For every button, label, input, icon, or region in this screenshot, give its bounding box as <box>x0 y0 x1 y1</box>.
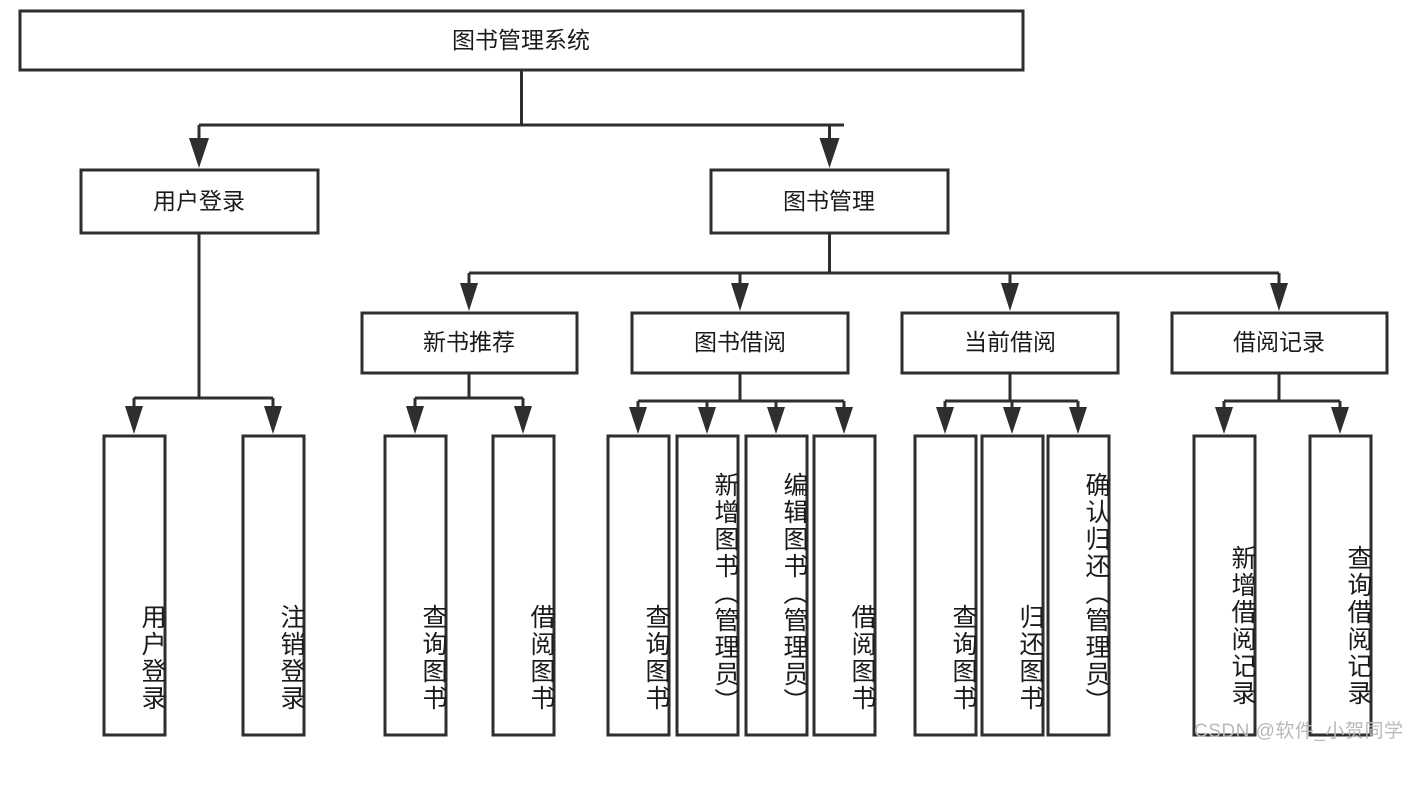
arrow-current-borrow <box>1001 283 1019 311</box>
arrow-leaf-return-book <box>1003 407 1021 434</box>
arrow-leaf-confirm-return <box>1069 407 1087 434</box>
arrow-borrow-record <box>1270 283 1288 311</box>
node-box-root[interactable] <box>18 9 1025 72</box>
connector-layer <box>125 70 1349 434</box>
arrow-leaf-borrow-book-2 <box>835 407 853 434</box>
flowchart-svg: 图书管理系统 用户登录 图书管理 新书推荐 图书借阅 当前借阅 借阅记录 <box>18 9 1389 737</box>
node-box-leaf-add-book[interactable] <box>675 434 740 737</box>
node-box-current-borrow[interactable] <box>900 311 1120 375</box>
node-label-root: 图书管理系统 <box>452 27 590 53</box>
node-box-leaf-user-logout[interactable] <box>241 434 306 737</box>
node-box-leaf-confirm-return[interactable] <box>1046 434 1111 737</box>
node-box-leaf-borrow-book-1[interactable] <box>491 434 556 737</box>
arrow-book-borrow <box>731 283 749 311</box>
node-box-new-book-recommend[interactable] <box>360 311 579 375</box>
arrow-leaf-user-login <box>125 406 143 434</box>
node-box-book-manage[interactable] <box>709 168 950 235</box>
node-box-leaf-return-book[interactable] <box>980 434 1045 737</box>
arrow-book-manage <box>819 138 840 168</box>
node-box-user-login[interactable] <box>79 168 320 235</box>
node-box-borrow-record[interactable] <box>1170 311 1389 375</box>
node-label-book-borrow: 图书借阅 <box>694 329 786 355</box>
arrow-new-book-recommend <box>460 283 478 311</box>
node-layer: 图书管理系统 用户登录 图书管理 新书推荐 图书借阅 当前借阅 借阅记录 <box>18 9 1389 737</box>
node-label-new-book-recommend: 新书推荐 <box>423 329 515 355</box>
node-box-leaf-edit-book[interactable] <box>744 434 809 737</box>
arrow-leaf-add-record <box>1215 407 1233 434</box>
arrow-user-login <box>189 138 209 168</box>
node-box-leaf-borrow-book-2[interactable] <box>812 434 877 737</box>
node-box-leaf-query-book-1[interactable] <box>383 434 448 737</box>
node-label-borrow-record: 借阅记录 <box>1233 329 1325 355</box>
node-box-leaf-add-record[interactable] <box>1192 434 1257 737</box>
arrow-leaf-add-book <box>698 407 716 434</box>
arrow-leaf-query-book-2 <box>629 407 647 434</box>
diagram-canvas: 图书管理系统 用户登录 图书管理 新书推荐 图书借阅 当前借阅 借阅记录 <box>18 9 1403 742</box>
node-box-leaf-query-book-2[interactable] <box>606 434 671 737</box>
node-box-leaf-user-login[interactable] <box>102 434 167 737</box>
node-label-current-borrow: 当前借阅 <box>964 329 1056 355</box>
arrow-leaf-query-record <box>1331 407 1349 434</box>
arrow-leaf-query-book-1 <box>406 406 424 434</box>
node-box-book-borrow[interactable] <box>630 311 850 375</box>
node-box-leaf-query-book-3[interactable] <box>913 434 978 737</box>
node-label-user-login: 用户登录 <box>153 188 245 214</box>
arrow-leaf-user-logout <box>264 406 282 434</box>
node-label-book-manage: 图书管理 <box>783 188 875 214</box>
node-box-leaf-query-record[interactable] <box>1308 434 1373 737</box>
arrow-leaf-edit-book <box>767 407 785 434</box>
arrow-leaf-borrow-book-1 <box>514 406 532 434</box>
arrow-leaf-query-book-3 <box>936 407 954 434</box>
